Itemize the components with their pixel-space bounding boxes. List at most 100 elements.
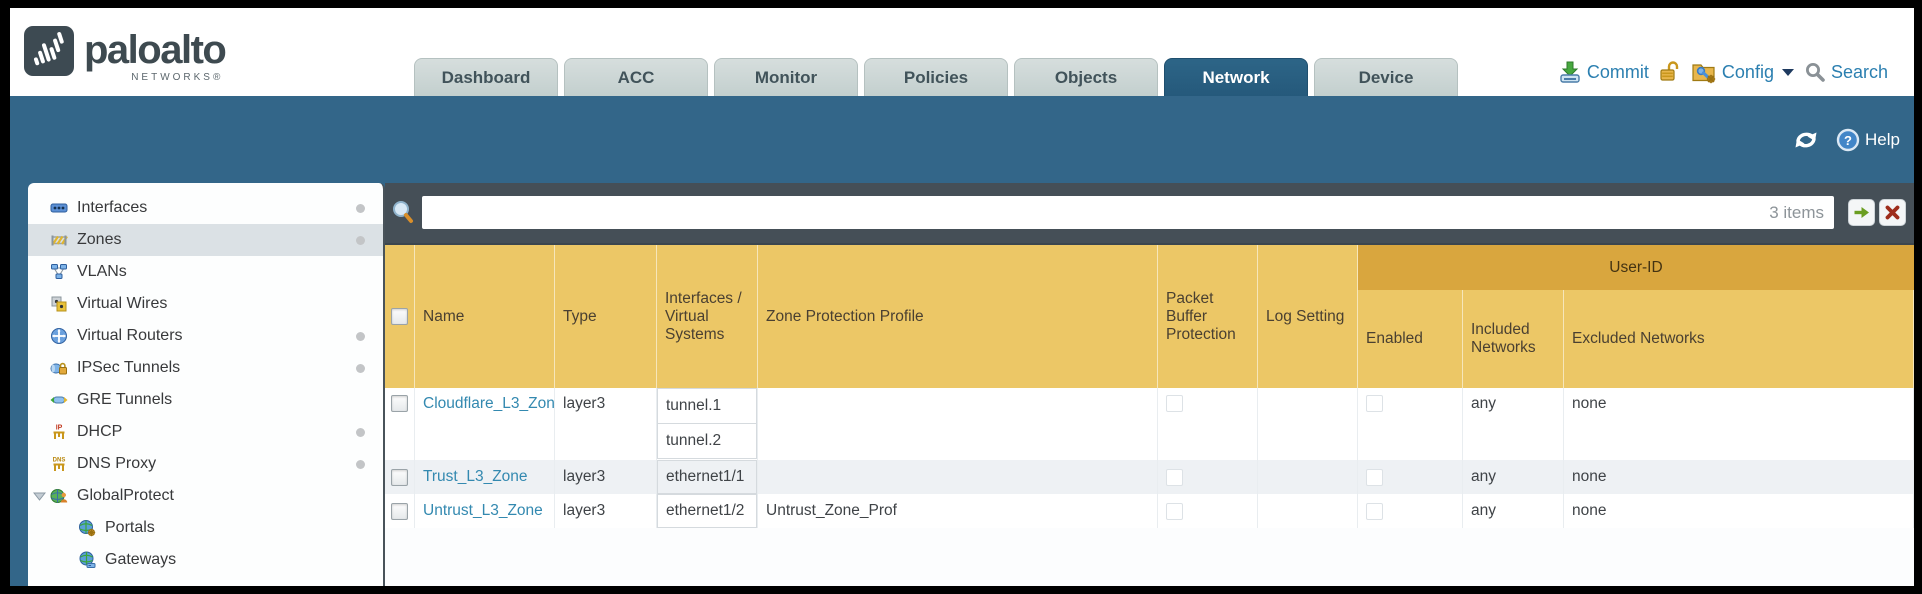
column-header-excluded-networks[interactable]: Excluded Networks [1564, 290, 1914, 388]
sidebar-item-vlans[interactable]: VLANs [28, 256, 383, 288]
user-id-enabled-checkbox [1366, 502, 1383, 520]
column-header-interfaces[interactable]: Interfaces / Virtual Systems [657, 245, 758, 388]
tab-acc[interactable]: ACC [564, 58, 708, 96]
column-header-log-setting[interactable]: Log Setting [1258, 245, 1358, 388]
zone-name-link[interactable]: Trust_L3_Zone [423, 468, 528, 485]
row-select-checkbox[interactable] [391, 502, 408, 520]
content-panel: 3 items Name [385, 183, 1914, 586]
status-dot [356, 363, 365, 373]
lock-icon[interactable] [1659, 60, 1681, 84]
sidebar-item-virtual-wires[interactable]: Virtual Wires [28, 288, 383, 320]
status-dot [356, 331, 365, 341]
interface-value: ethernet1/1 [657, 460, 757, 494]
zone-type-cell: layer3 [555, 388, 657, 460]
teal-toolbar: ? Help [10, 96, 1914, 183]
interfaces-icon [50, 199, 70, 217]
search-icon [1805, 63, 1825, 82]
column-header-packet-buffer-protection[interactable]: Packet Buffer Protection [1158, 245, 1258, 388]
zone-name-link[interactable]: Cloudflare_L3_Zone [423, 395, 555, 412]
dhcp-icon: IP [50, 423, 70, 441]
sidebar-item-gre-tunnels[interactable]: GRE Tunnels [28, 384, 383, 416]
config-icon [1692, 64, 1716, 84]
virtual-routers-icon [50, 327, 70, 345]
sidebar-item-portals[interactable]: Portals [28, 512, 383, 544]
user-id-enabled-checkbox [1366, 395, 1383, 412]
packet-buffer-protection-checkbox [1166, 395, 1183, 412]
sidebar-item-label: IPSec Tunnels [77, 359, 181, 376]
tab-monitor[interactable]: Monitor [714, 58, 858, 96]
row-select-checkbox[interactable] [391, 468, 408, 486]
sidebar-item-label: Interfaces [77, 199, 148, 216]
zone-protection-profile-cell: Untrust_Zone_Prof [758, 494, 1158, 528]
tab-policies[interactable]: Policies [864, 58, 1008, 96]
clear-filter-button[interactable] [1879, 199, 1906, 226]
config-menu[interactable]: Config [1691, 60, 1794, 84]
search-action[interactable]: Search [1804, 61, 1888, 83]
sidebar-item-label: Virtual Routers [77, 327, 183, 344]
sidebar-item-virtual-routers[interactable]: Virtual Routers [28, 320, 383, 352]
sidebar-item-zones[interactable]: Zones [28, 224, 383, 256]
column-header-zone-protection-profile[interactable]: Zone Protection Profile [758, 245, 1158, 388]
column-header-enabled[interactable]: Enabled [1358, 290, 1463, 388]
zone-protection-profile-cell [758, 460, 1158, 494]
sidebar-item-label: Portals [105, 519, 155, 536]
interfaces-cell: ethernet1/2 [657, 494, 758, 528]
log-setting-cell [1258, 388, 1358, 460]
sidebar-item-label: Virtual Wires [77, 295, 168, 312]
sidebar-item-dns-proxy[interactable]: DNS DNS Proxy [28, 448, 383, 480]
tab-device[interactable]: Device [1314, 58, 1458, 96]
zone-protection-profile-cell [758, 388, 1158, 460]
interface-value: ethernet1/2 [657, 494, 757, 528]
virtual-wires-icon [50, 295, 70, 313]
sidebar-item-dhcp[interactable]: IP DHCP [28, 416, 383, 448]
filter-bar: 3 items [385, 183, 1914, 243]
row-select-checkbox[interactable] [391, 395, 408, 412]
gre-tunnels-icon [50, 391, 70, 409]
excluded-networks-cell: none [1564, 494, 1914, 528]
select-all-checkbox[interactable] [391, 308, 408, 325]
interface-value: tunnel.1 [657, 388, 757, 424]
search-label: Search [1830, 61, 1888, 82]
tab-dashboard[interactable]: Dashboard [414, 58, 558, 96]
column-header-type[interactable]: Type [555, 245, 657, 388]
help-icon: ? [1836, 128, 1860, 151]
left-gutter [10, 183, 28, 586]
help-button[interactable]: ? Help [1836, 128, 1900, 152]
tab-objects[interactable]: Objects [1014, 58, 1158, 96]
sidebar-item-label: GRE Tunnels [77, 391, 173, 408]
svg-text:DNS: DNS [53, 458, 66, 464]
sidebar-item-label: Zones [77, 231, 122, 248]
sidebar-item-label: DNS Proxy [77, 455, 157, 472]
sidebar-item-ipsec-tunnels[interactable]: IPSec Tunnels [28, 352, 383, 384]
refresh-icon[interactable] [1792, 128, 1820, 152]
excluded-networks-cell: none [1564, 388, 1914, 460]
sidebar-item-label: DHCP [77, 423, 123, 440]
apply-filter-button[interactable] [1848, 199, 1875, 226]
sidebar-item-globalprotect[interactable]: GlobalProtect [28, 480, 383, 512]
column-header-name[interactable]: Name [415, 245, 555, 388]
sidebar-item-interfaces[interactable]: Interfaces [28, 192, 383, 224]
item-count: 3 items [1769, 202, 1824, 222]
column-header-included-networks[interactable]: Included Networks [1463, 290, 1564, 388]
expand-caret-icon[interactable] [33, 492, 47, 501]
dns-proxy-icon: DNS [50, 455, 70, 473]
status-dot [356, 203, 365, 213]
tab-network[interactable]: Network [1164, 58, 1308, 96]
zone-name-link[interactable]: Untrust_L3_Zone [423, 502, 543, 519]
zones-icon [50, 231, 70, 249]
commit-button[interactable]: Commit [1558, 60, 1649, 84]
included-networks-cell: any [1463, 494, 1564, 528]
svg-text:IP: IP [56, 425, 63, 432]
filter-input[interactable] [422, 196, 1770, 229]
brand-subtitle: NETWORKS® [131, 72, 224, 83]
packet-buffer-protection-checkbox [1166, 502, 1183, 520]
filter-magnifier-icon [393, 201, 413, 223]
sidebar-item-gateways[interactable]: Gateways [28, 544, 383, 576]
included-networks-cell: any [1463, 388, 1564, 460]
